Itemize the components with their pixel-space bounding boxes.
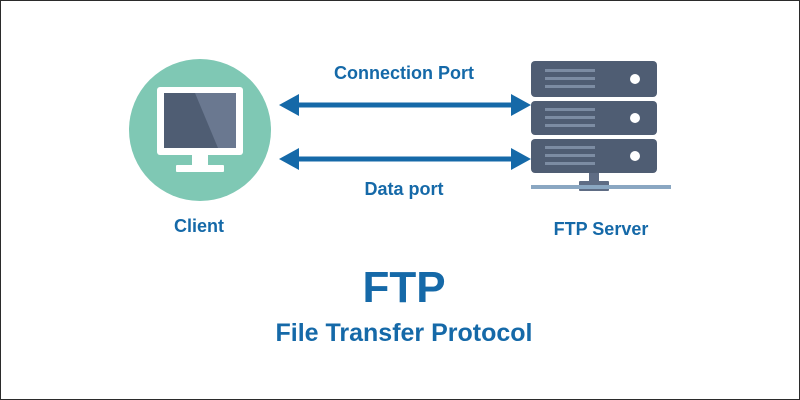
monitor-neck [192,155,208,165]
connection-port-label: Connection Port [334,63,474,83]
page-subtitle: File Transfer Protocol [275,319,533,347]
monitor-shine [195,93,236,148]
monitor-stand [176,165,224,172]
client-computer-icon [129,59,271,201]
client-label: Client [173,216,224,236]
network-line [531,185,671,189]
page-title: FTP [362,263,446,312]
ftp-server-icon [531,57,673,203]
data-port-arrow [279,147,531,171]
data-port-label: Data port [364,179,444,199]
ftp-server-label: FTP Server [553,219,649,239]
connection-port-arrow [279,93,531,117]
